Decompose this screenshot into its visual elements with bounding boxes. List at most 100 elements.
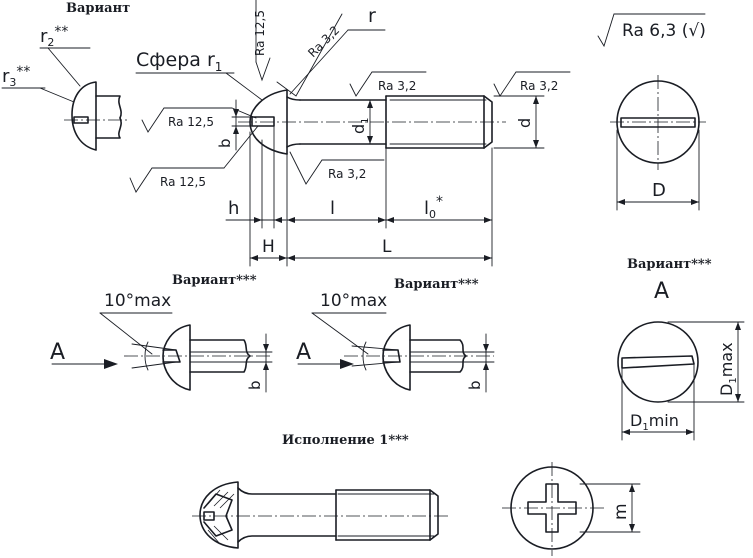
cross-recess-end-view: m [502, 462, 641, 556]
ra-3-2-rotated-sign [276, 13, 343, 97]
view-a-label-left: A [50, 340, 65, 365]
ra-3-2-lower: Ra 3,2 [289, 151, 385, 185]
variant-star-label-left: Вариант*** [172, 273, 257, 288]
d1-arrow-top [367, 100, 373, 108]
main-fillet-bottom [286, 143, 301, 148]
r-label: r [368, 5, 376, 27]
l0-arrow-right [484, 217, 492, 223]
d1-dimension: d1 [349, 99, 373, 145]
b-center-arrow-bottom [483, 362, 489, 370]
m-arrow-top [629, 484, 635, 492]
ra-12-5-lower: Ra 12,5 [129, 125, 259, 193]
exec-head [199, 481, 239, 549]
end-view-top-right: Ra 6,3 (√) D [597, 13, 706, 211]
ra-12-5-lower-sign [129, 167, 225, 193]
l-arrow-right [378, 217, 386, 223]
view-a-label-right: A [654, 279, 669, 304]
view-a-label-center: A [296, 340, 311, 365]
ra-3-2-lower-text: Ra 3,2 [328, 167, 366, 181]
ra-3-2-thread: Ra 3,2 [493, 71, 571, 97]
max10-label-center: 10°max [320, 291, 387, 311]
r2-label: r2** [40, 24, 68, 49]
variant-detail-top-left: Вариант r2** r3** [1, 1, 130, 151]
exec-hatch-1 [207, 489, 221, 505]
h-arrow-right [274, 217, 282, 223]
variant-star-label-center: Вариант*** [394, 277, 479, 292]
exec-hatch-5 [213, 525, 229, 541]
d-label: d [515, 118, 534, 128]
variant-label: Вариант [66, 1, 130, 16]
b-label: b [216, 138, 234, 148]
exec-shank-top [237, 487, 337, 495]
l0-arrow-left [386, 217, 394, 223]
ra-12-5-vertical-text: Ra 12,5 [253, 10, 267, 56]
ra-3-2-rotated-text: Ra 3,2 [305, 23, 342, 60]
ra-12-5-vertical: Ra 12,5 [253, 0, 271, 82]
exec-chamfer [429, 489, 439, 541]
b-left-label: b [246, 380, 264, 390]
l0-label: l0* [424, 194, 443, 221]
variant-left-angle-arc [144, 341, 149, 371]
variant-center-shank-top [409, 339, 467, 357]
r-leader [289, 29, 349, 95]
D1min-label: D1min [630, 411, 679, 433]
variant-center-angle-1 [351, 345, 399, 351]
d-dimension: d [493, 95, 545, 149]
cross-recess-shape [527, 483, 577, 533]
view-a-arrow-center-head [340, 359, 354, 369]
b-dimension-main: b [216, 99, 257, 151]
D1max-label: D1max [717, 342, 739, 396]
main-screw-side-view: Сфера r1 Ra 12,5 r Ra 3,2 Ra 3,2 Ra 3,2 [129, 0, 571, 267]
variant-center-10max: Вариант*** 10°max A b [296, 277, 495, 393]
b-left-arrow-top [263, 344, 269, 352]
ra-12-5-lower-leader [223, 125, 259, 169]
D1min-arrow-left [622, 429, 630, 435]
H-arrow-right [279, 255, 287, 261]
D1max-arrow-top [735, 322, 741, 330]
m-arrow-bottom [629, 524, 635, 532]
ra-3-2-shank: Ra 3,2 [349, 71, 427, 97]
exec-hatch-2 [213, 491, 229, 507]
ra-3-2-thread-text: Ra 3,2 [520, 79, 558, 93]
variant-center-head [382, 324, 411, 391]
ra-3-2-thread-sign [493, 71, 571, 97]
D-label: D [652, 180, 666, 201]
m-label: m [611, 503, 631, 520]
variant-left-angle-1 [131, 343, 177, 351]
exec-hatch-4 [207, 529, 221, 545]
ra-12-5-vertical-tick [255, 57, 271, 82]
variant-center-angle-arc [362, 341, 367, 371]
variant-center-angle-2 [351, 361, 399, 367]
ra-12-5-left: Ra 12,5 [141, 107, 257, 133]
h-label: h [228, 198, 239, 219]
exec-shank-bottom [237, 535, 337, 543]
d-arrow-bottom [533, 140, 539, 148]
l-arrow-left [287, 217, 295, 223]
ra-12-5-lower-text: Ra 12,5 [160, 175, 206, 189]
L-arrow-right [484, 255, 492, 261]
main-fillet-top [286, 96, 301, 101]
L-arrow-left [287, 255, 295, 261]
b-center-label: b [466, 380, 484, 390]
b-center-arrow-top [483, 344, 489, 352]
variant-shank-bottom [95, 117, 122, 139]
variant-a-end-view: Вариант*** A D1max D1min [617, 257, 745, 441]
l-label: l [330, 198, 335, 219]
ra-3-2-rotated: Ra 3,2 [276, 13, 343, 97]
max10-label-left: 10°max [104, 291, 171, 311]
variant-shank-top [95, 95, 122, 119]
r2-leader [47, 47, 81, 87]
variant-a-slot [621, 355, 695, 369]
r3-label: r3** [2, 64, 30, 89]
view-a-arrow-left-head [104, 359, 118, 369]
max10-leader-center [311, 312, 369, 355]
D-arrow-left [617, 199, 625, 205]
ra-3-2-shank-sign [349, 71, 427, 97]
variant-a-circle [617, 321, 699, 403]
execution-1-view: Исполнение 1*** [192, 433, 450, 549]
variant-center-shank-bottom [409, 355, 467, 373]
sphere-label: Сфера r1 [136, 49, 222, 74]
H-label: H [262, 237, 275, 257]
